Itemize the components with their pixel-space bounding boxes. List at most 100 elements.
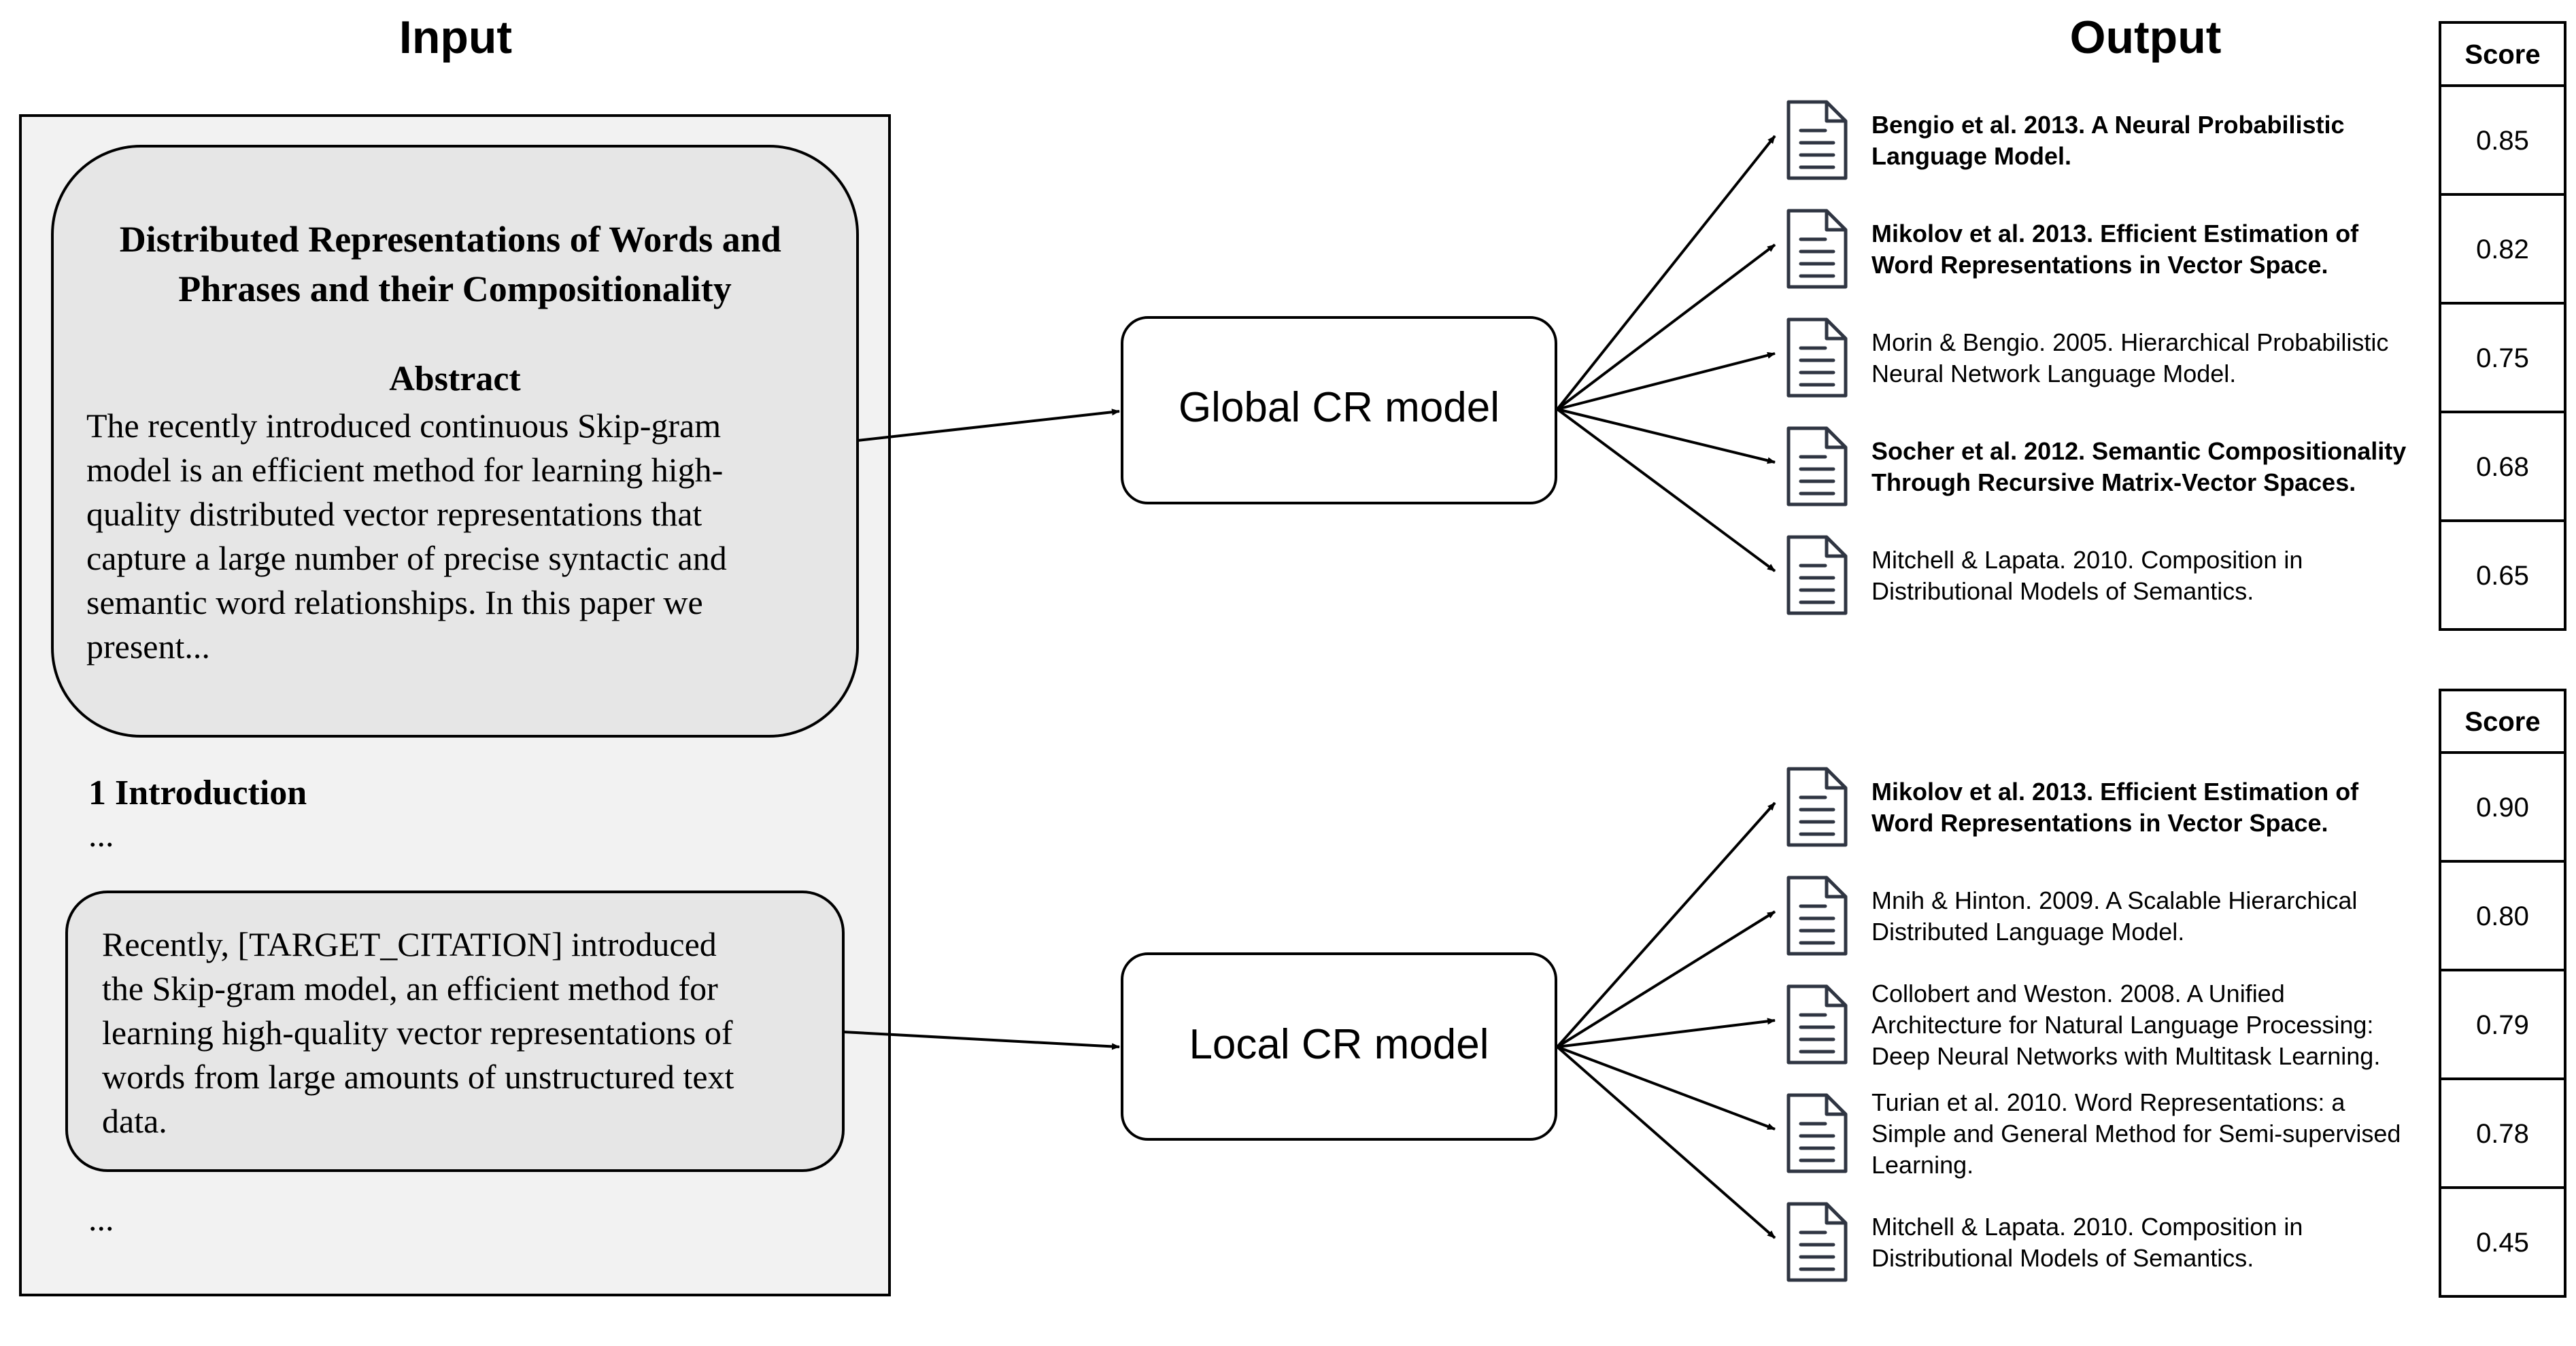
abstract-line: present...	[86, 627, 210, 666]
input-heading: Input	[399, 12, 512, 63]
abstract-line: semantic word relationships. In this pap…	[86, 583, 703, 621]
citation-line: Word Representations in Vector Space.	[1871, 251, 2328, 279]
document-icon	[1789, 320, 1846, 396]
citation-line: Neural Network Language Model.	[1871, 360, 2236, 387]
context-line: words from large amounts of unstructured…	[102, 1058, 734, 1096]
result-arrow	[1557, 351, 1776, 411]
abstract-line: quality distributed vector representatio…	[86, 495, 702, 533]
score-cell	[2439, 1077, 2566, 1189]
citation-context-text: Recently, [TARGET_CITATION] introduced t…	[102, 925, 743, 1140]
result-arrow	[1556, 408, 1776, 572]
score-header: Score	[2464, 40, 2540, 70]
score-value: 0.85	[2476, 126, 2529, 156]
result-arrow	[1556, 135, 1776, 411]
citation-line: Learning.	[1871, 1151, 1973, 1179]
score-value: 0.82	[2476, 235, 2529, 264]
arrow-input-to-global-model	[857, 409, 1120, 442]
score-header-cell	[2439, 689, 2566, 754]
score-cell	[2439, 860, 2566, 971]
citation-line: Mnih & Hinton. 2009. A Scalable Hierarch…	[1871, 886, 2357, 914]
result-arrow	[1557, 408, 1776, 464]
citation-line: Mikolov et al. 2013. Efficient Estimatio…	[1871, 778, 2359, 806]
score-value: 0.80	[2476, 901, 2529, 931]
citation-text: Morin & Bengio. 2005. Hierarchical Proba…	[1871, 328, 2388, 387]
score-cell	[2439, 751, 2566, 863]
citation-text: Mitchell & Lapata. 2010. Composition in D…	[1871, 546, 2303, 605]
abstract-heading: Abstract	[389, 360, 521, 398]
context-line: the Skip-gram model, an efficient method…	[102, 969, 718, 1007]
score-cell	[2439, 193, 2566, 305]
citation-text: Turian et al. 2010. Word Representations…	[1871, 1088, 2401, 1179]
citation-line: Collobert and Weston. 2008. A Unified	[1871, 980, 2285, 1007]
score-cell	[2439, 1186, 2566, 1298]
citation-text: Mikolov et al. 2013. Efficient Estimatio…	[1871, 220, 2359, 279]
abstract-line: model is an efficient method for learnin…	[86, 451, 723, 489]
score-cell	[2439, 411, 2566, 522]
result-arrow	[1557, 1046, 1776, 1131]
global-cr-model-label: Global CR model	[1179, 384, 1499, 431]
document-icon	[1789, 428, 1846, 504]
local-context-box	[65, 891, 845, 1172]
result-arrow	[1556, 910, 1776, 1048]
global-cr-model-box	[1121, 316, 1557, 504]
score-cell	[2439, 969, 2566, 1080]
citation-line: Distributional Models of Semantics.	[1871, 577, 2254, 605]
citation-line: Socher et al. 2012. Semantic Composition…	[1871, 437, 2406, 465]
citation-text: Mnih & Hinton. 2009. A Scalable Hierarch…	[1871, 886, 2357, 946]
citation-text: Mitchell & Lapata. 2010. Composition in D…	[1871, 1213, 2303, 1272]
abstract-line: capture a large number of precise syntac…	[86, 539, 727, 577]
score-value: 0.45	[2476, 1228, 2529, 1258]
context-line: learning high-quality vector representat…	[102, 1014, 733, 1052]
abstract-line: The recently introduced continuous Skip-…	[86, 407, 721, 445]
paper-title: Distributed Representations of Words and…	[120, 219, 791, 309]
local-cr-model-label: Local CR model	[1189, 1021, 1489, 1068]
score-header-cell	[2439, 21, 2566, 87]
document-icon	[1789, 986, 1846, 1063]
local-results: Score 0.90 Mikolov et al. 2013. Efficient …	[1556, 689, 2566, 1298]
ellipsis-1: ...	[88, 816, 114, 854]
document-icon	[1789, 878, 1846, 954]
citation-line: Morin & Bengio. 2005. Hierarchical Proba…	[1871, 328, 2388, 356]
citation-line: Bengio et al. 2013. A Neural Probabilist…	[1871, 111, 2345, 139]
citation-text: Bengio et al. 2013. A Neural Probabilist…	[1871, 111, 2345, 170]
result-arrow	[1557, 1018, 1776, 1048]
section-heading: 1 Introduction	[88, 774, 307, 812]
output-heading: Output	[2070, 12, 2222, 63]
citation-text: Socher et al. 2012. Semantic Composition…	[1871, 437, 2406, 496]
citation-line: Turian et al. 2010. Word Representations…	[1871, 1088, 2345, 1116]
score-cell	[2439, 519, 2566, 631]
citation-line: Distributional Models of Semantics.	[1871, 1244, 2254, 1272]
citation-line: Through Recursive Matrix-Vector Spaces.	[1871, 468, 2356, 496]
document-icon	[1789, 102, 1846, 178]
score-value: 0.78	[2476, 1119, 2529, 1149]
result-arrow	[1556, 243, 1776, 411]
paper-title-line-2: Phrases and their Compositionality	[178, 269, 732, 309]
citation-line: Word Representations in Vector Space.	[1871, 809, 2328, 837]
paper-title-line-1: Distributed Representations of Words and	[120, 219, 781, 260]
context-line: data.	[102, 1102, 167, 1140]
document-icon	[1789, 211, 1846, 287]
result-arrow	[1556, 801, 1776, 1048]
document-icon	[1789, 1095, 1846, 1171]
citation-line: Distributed Language Model.	[1871, 918, 2184, 946]
local-cr-model-box	[1121, 952, 1557, 1141]
citation-line: Mitchell & Lapata. 2010. Composition in	[1871, 1213, 2303, 1241]
citation-line: Language Model.	[1871, 142, 2071, 170]
citation-line: Mitchell & Lapata. 2010. Composition in	[1871, 546, 2303, 574]
abstract-text: The recently introduced continuous Skip-…	[86, 407, 735, 666]
score-header: Score	[2464, 707, 2540, 737]
document-icon	[1789, 769, 1846, 845]
document-icon	[1789, 537, 1846, 613]
citation-text: Mikolov et al. 2013. Efficient Estimatio…	[1871, 778, 2359, 837]
score-cell	[2439, 302, 2566, 413]
score-value: 0.68	[2476, 452, 2529, 482]
citation-line: Simple and General Method for Semi-super…	[1871, 1120, 2401, 1147]
ellipsis-2: ...	[88, 1200, 114, 1238]
score-value: 0.79	[2476, 1010, 2529, 1040]
citation-line: Mikolov et al. 2013. Efficient Estimatio…	[1871, 220, 2359, 247]
citation-line: Deep Neural Networks with Multitask Lear…	[1871, 1042, 2380, 1070]
score-value: 0.90	[2476, 793, 2529, 823]
document-icon	[1789, 1204, 1846, 1280]
